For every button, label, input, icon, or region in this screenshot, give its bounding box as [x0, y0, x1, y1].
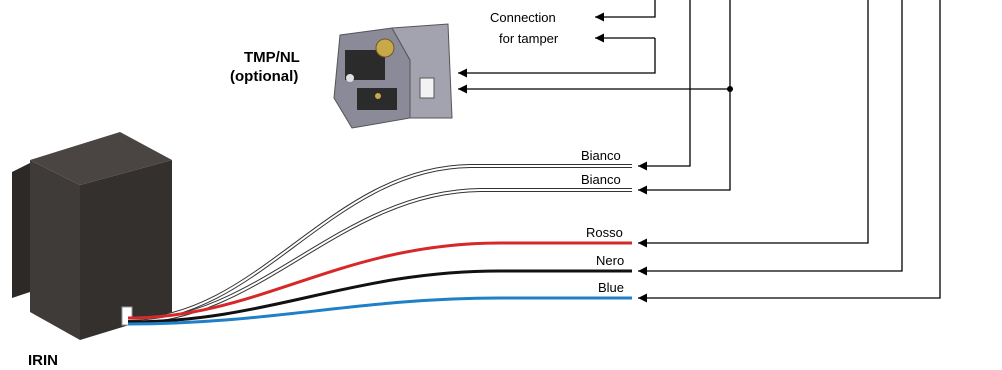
tamper-title: TMP/NL — [244, 49, 300, 66]
wire-label-nero: Nero — [596, 253, 624, 268]
device-label: IRIN — [28, 352, 58, 369]
connection-label-line2: for tamper — [499, 31, 559, 46]
connection-label-line1: Connection — [490, 10, 556, 25]
irin-device — [12, 132, 172, 340]
tamper-input-arrow-1 — [458, 38, 656, 78]
nero-arrow — [638, 0, 903, 276]
tamper-switch-image — [333, 23, 453, 129]
tamper-subtitle: (optional) — [230, 68, 298, 85]
rosso-arrow — [638, 0, 869, 248]
tamper-arrow-top — [595, 0, 656, 22]
wire-label-rosso: Rosso — [586, 225, 623, 240]
blue-arrow — [638, 0, 941, 303]
wire-label-bianco-1: Bianco — [581, 148, 621, 163]
wire-bundle — [127, 164, 632, 326]
bianco1-arrow — [638, 0, 691, 171]
wire-label-bianco-2: Bianco — [581, 172, 621, 187]
bianco2-arrow — [638, 89, 731, 195]
wire-label-blue: Blue — [598, 280, 624, 295]
